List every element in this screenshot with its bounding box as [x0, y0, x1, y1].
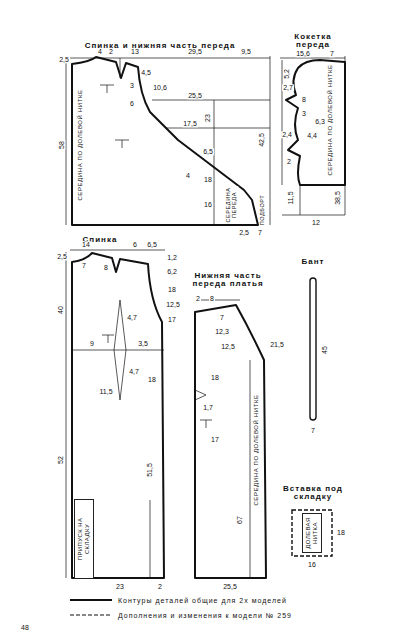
dimension-number: 6: [129, 100, 135, 107]
dimension-number: 9,5: [240, 48, 252, 55]
dimension-number: 7: [81, 262, 87, 269]
dimension-number: 42,5: [258, 132, 265, 148]
dimension-number: 12,3: [214, 328, 230, 335]
grain-note: СЕРЕДИНА ПО ДОЛЕВОЙ НИТКЕ: [327, 63, 333, 176]
legend-dashed-sample: [70, 614, 112, 615]
dimension-number: 13: [130, 48, 140, 55]
piece-note: ПОДБОРТ: [260, 194, 266, 227]
dimension-number: 6,5: [146, 241, 158, 248]
dimension-number: 18: [336, 529, 346, 536]
piece-title: Кокетка переда: [287, 33, 339, 50]
piece-title: Спинка и нижняя часть переда: [84, 42, 237, 50]
dimension-number: 67: [236, 515, 243, 525]
dimension-number: 4,7: [128, 368, 140, 375]
dimension-number: 4: [185, 172, 191, 179]
dimension-number: 9: [89, 340, 95, 347]
dimension-number: 2,5: [58, 56, 70, 63]
dimension-number: 18: [203, 176, 213, 183]
dimension-number: 2: [108, 48, 114, 55]
insert-outline: [292, 510, 332, 556]
piece-title: Вставка под складку: [277, 485, 349, 502]
dimension-number: 18: [210, 374, 220, 381]
dimension-number: 6: [132, 241, 138, 248]
dimension-number: 58: [58, 140, 65, 150]
piece-title: Нижняя часть переда платья: [182, 272, 274, 289]
dimension-number: 6,5: [202, 148, 214, 155]
dimension-number: 23: [204, 113, 211, 123]
dimension-number: 10,6: [152, 84, 168, 91]
dimension-number: 15,6: [295, 50, 311, 57]
dimension-number: 8: [103, 264, 109, 271]
dimension-number: 25,5: [222, 583, 238, 590]
box-text: ПРИПУСК НА СКЛАДКУ: [77, 502, 91, 576]
dimension-number: 3,5: [137, 340, 149, 347]
dimension-number: 8: [301, 96, 307, 103]
dimension-number: 12,5: [165, 301, 181, 308]
dimension-number: 40: [57, 305, 64, 315]
dimension-number: 2,5: [238, 229, 250, 236]
dimension-number: 1,2: [166, 254, 178, 261]
dimension-number: 2: [286, 158, 292, 165]
legend-text: Дополнения и изменения к модели № 259: [118, 612, 292, 619]
dimension-number: 48: [20, 624, 30, 631]
dimension-number: 17: [167, 316, 177, 323]
dimension-number: 4: [97, 48, 103, 55]
grain-note: СЕРЕДИНА ПО ДОЛЕВОЙ НИТКЕ: [253, 393, 259, 506]
dimension-number: 1,7: [202, 404, 214, 411]
dimension-number: 4,7: [126, 314, 138, 321]
dimension-number: 23: [115, 583, 125, 590]
dimension-number: 2: [157, 583, 163, 590]
legend-text: Контуры деталей общие для 2х моделей: [118, 597, 287, 604]
dimension-number: 2: [195, 295, 201, 302]
dimension-number: 3: [129, 82, 135, 89]
dimension-number: 6,3: [314, 118, 326, 125]
dimension-number: 4,4: [306, 132, 318, 139]
dimension-number: 52: [57, 455, 64, 465]
dimension-number: 4,5: [140, 69, 152, 76]
dimension-number: 21,5: [269, 341, 285, 348]
dimension-number: 8: [209, 295, 215, 302]
dimension-number: 5,2: [283, 68, 290, 80]
dimension-number: 2,4: [281, 131, 293, 138]
dimension-number: 2,7: [282, 84, 294, 91]
dimension-number: 38,5: [334, 190, 341, 206]
dimension-number: 3: [301, 110, 307, 117]
dimension-number: 7: [329, 50, 335, 57]
bow-piece: [310, 278, 316, 420]
grain-box: ДОЛЕВАЯ НИТКА: [302, 513, 322, 553]
dimension-number: 11,5: [98, 388, 113, 395]
dimension-number: 7: [257, 229, 263, 236]
dimension-number: 6,2: [166, 268, 178, 275]
grain-note: СЕРЕДИНА ПО ДОЛЕВОЙ НИТКЕ: [77, 88, 83, 201]
dimension-number: 7: [310, 427, 316, 434]
dimension-number: 12: [311, 219, 321, 226]
dimension-number: 16: [307, 561, 317, 568]
dimension-number: 7: [219, 314, 225, 321]
dimension-number: 25,5: [187, 92, 203, 99]
dimension-number: 11,5: [287, 190, 294, 205]
dimension-number: 51,5: [146, 462, 153, 478]
piece-note: СЕРЕДИНА ПЕРЕДА: [226, 186, 238, 224]
piece-title: Бант: [301, 258, 326, 266]
legend-solid-sample: [70, 599, 112, 601]
dimension-number: 45: [321, 345, 328, 355]
dimension-number: 12,5: [220, 343, 236, 350]
dimension-number: 2,5: [56, 253, 68, 260]
dimension-number: 18: [167, 286, 177, 293]
dimension-number: 29,5: [187, 48, 203, 55]
dimension-number: 18: [147, 376, 157, 383]
dimension-number: 16: [203, 201, 213, 208]
dimension-number: 17: [210, 436, 220, 443]
box-text: ДОЛЕВАЯ НИТКА: [305, 516, 319, 550]
dimension-number: 14: [81, 241, 91, 248]
pleat-allowance-box: ПРИПУСК НА СКЛАДКУ: [74, 499, 94, 579]
dimension-number: 17,5: [182, 120, 198, 127]
